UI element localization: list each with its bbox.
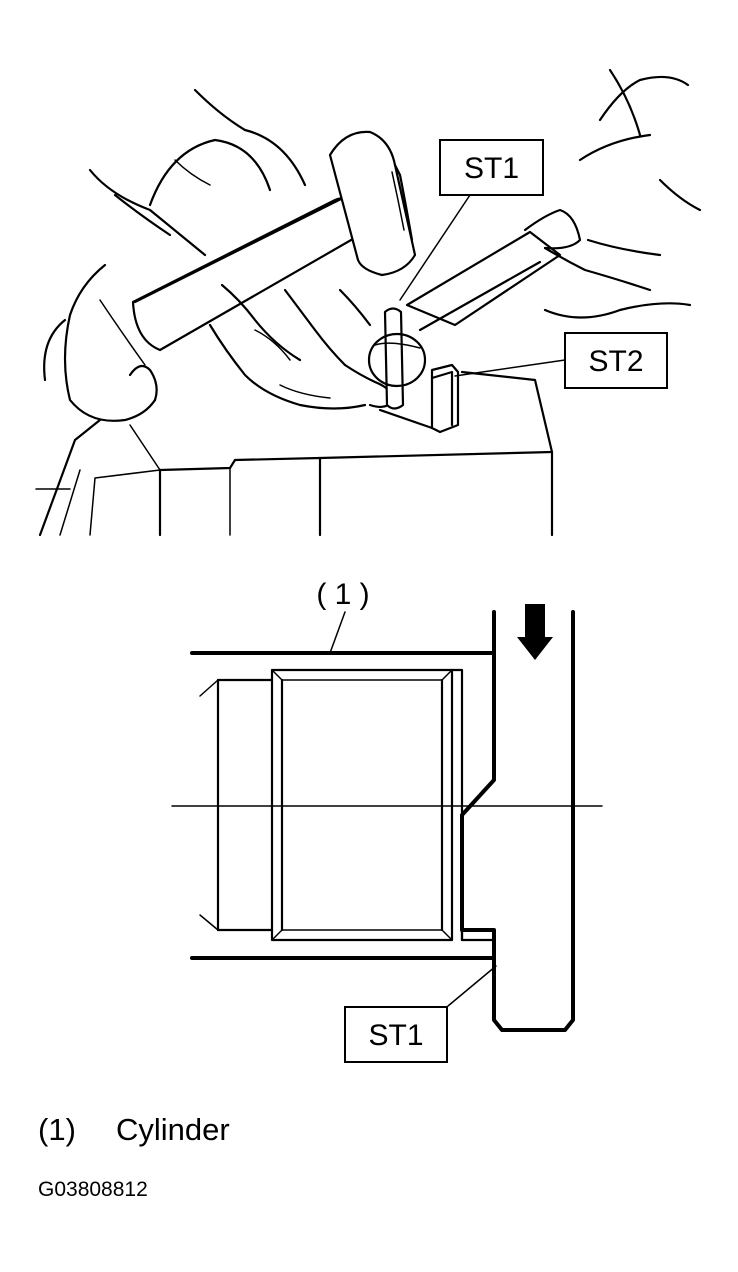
drift-pin xyxy=(367,307,427,410)
center-hand xyxy=(208,283,394,410)
callout-st2-label: ST2 xyxy=(588,345,643,378)
callout-st1-top: ST1 xyxy=(439,139,544,196)
callout-st1-bottom-label: ST1 xyxy=(368,1019,423,1052)
bushing-left xyxy=(199,678,274,932)
leader-st2 xyxy=(454,359,566,377)
leader-num-1 xyxy=(329,611,346,654)
callout-st2: ST2 xyxy=(564,332,668,389)
figure-code: G03808812 xyxy=(38,1178,148,1201)
cross-section-diagram xyxy=(171,604,603,1032)
legend: (1) Cylinder xyxy=(38,1112,230,1148)
hammer xyxy=(131,130,417,352)
st2-block xyxy=(378,363,460,434)
legend-number: (1) xyxy=(38,1112,76,1147)
hammering-illustration xyxy=(35,68,702,537)
callout-st1-top-label: ST1 xyxy=(464,152,519,185)
legend-text: Cylinder xyxy=(116,1112,230,1147)
callout-st1-bottom: ST1 xyxy=(344,1006,448,1063)
bushing-main xyxy=(270,668,464,942)
right-hand xyxy=(405,68,702,332)
tool-st1 xyxy=(460,610,575,1032)
left-hand xyxy=(43,168,207,422)
engine-block xyxy=(35,370,554,537)
leader-st1-top xyxy=(399,194,471,301)
callout-number-1: ( 1 ) xyxy=(316,578,369,611)
down-arrow-icon xyxy=(517,604,553,660)
sleeve xyxy=(148,88,307,207)
leader-st1-bottom xyxy=(447,965,497,1007)
